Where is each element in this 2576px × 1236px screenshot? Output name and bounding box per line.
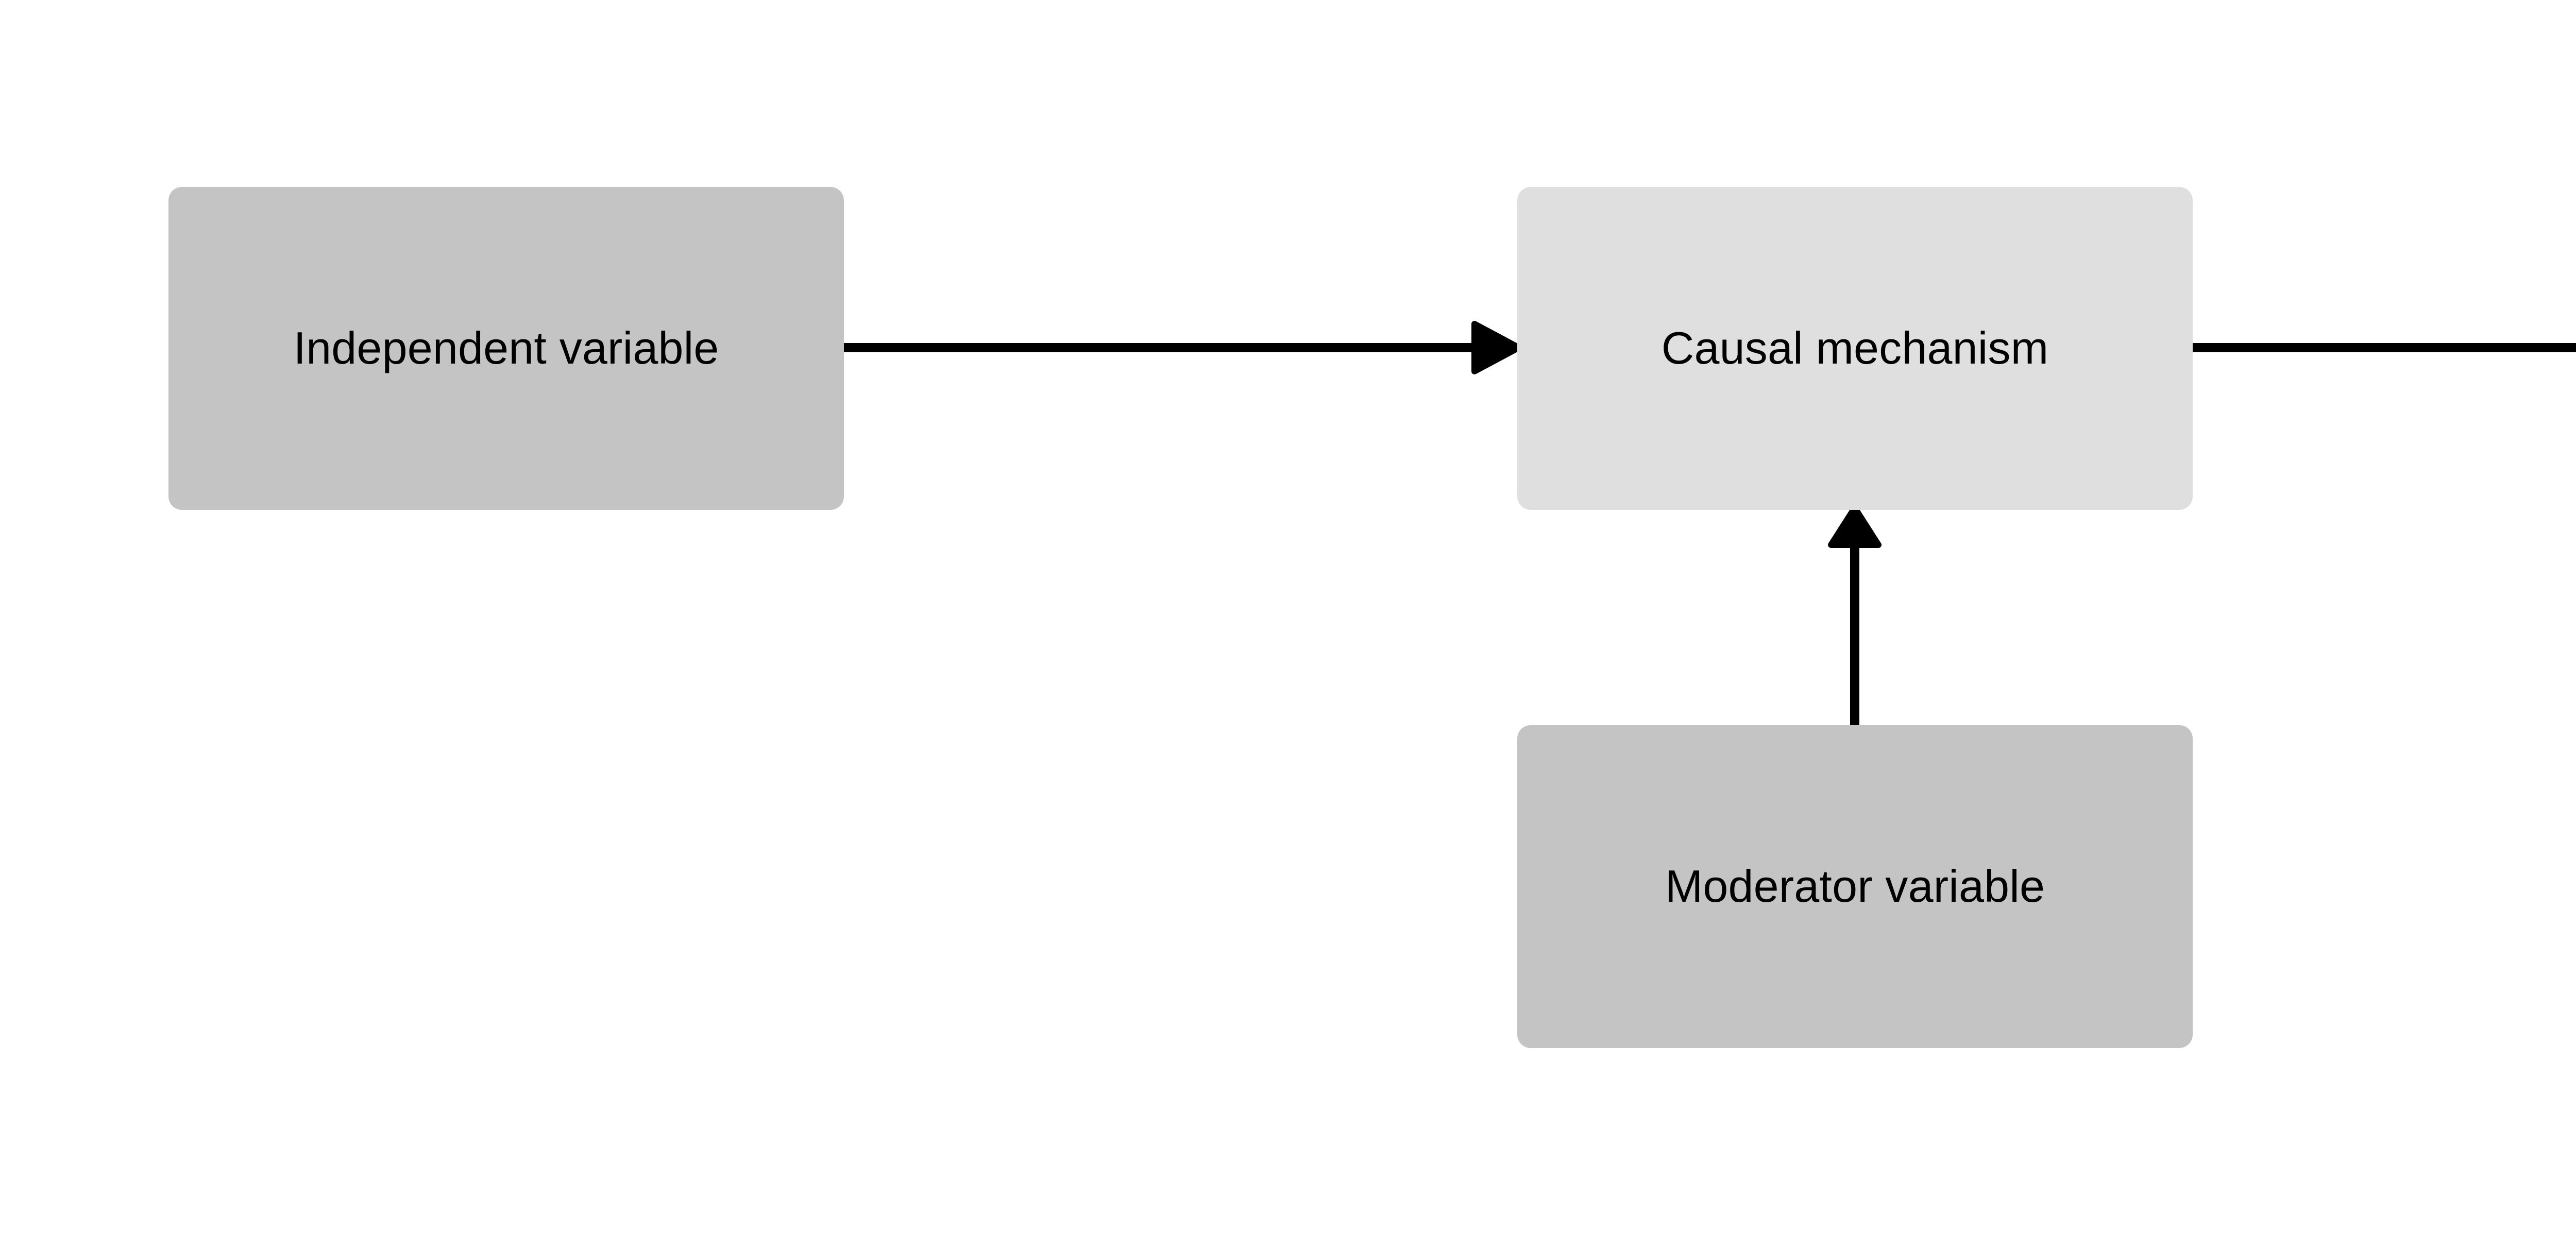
edge-causal-to-dependent bbox=[2188, 343, 2576, 352]
edge-independent-to-causal bbox=[839, 321, 1522, 374]
node-moderator-variable[interactable]: Moderator variable bbox=[1517, 725, 2193, 1048]
arrowhead-right-icon bbox=[1471, 321, 1522, 374]
node-causal-mechanism[interactable]: Causal mechanism bbox=[1517, 187, 2193, 510]
node-label-independent-variable: Independent variable bbox=[293, 322, 719, 374]
arrowhead-up-icon bbox=[1828, 505, 1882, 548]
node-independent-variable[interactable]: Independent variable bbox=[168, 187, 844, 510]
edge-moderator-to-causal bbox=[1828, 505, 1882, 730]
node-label-causal-mechanism: Causal mechanism bbox=[1661, 322, 2049, 374]
node-label-moderator-variable: Moderator variable bbox=[1665, 861, 2045, 912]
